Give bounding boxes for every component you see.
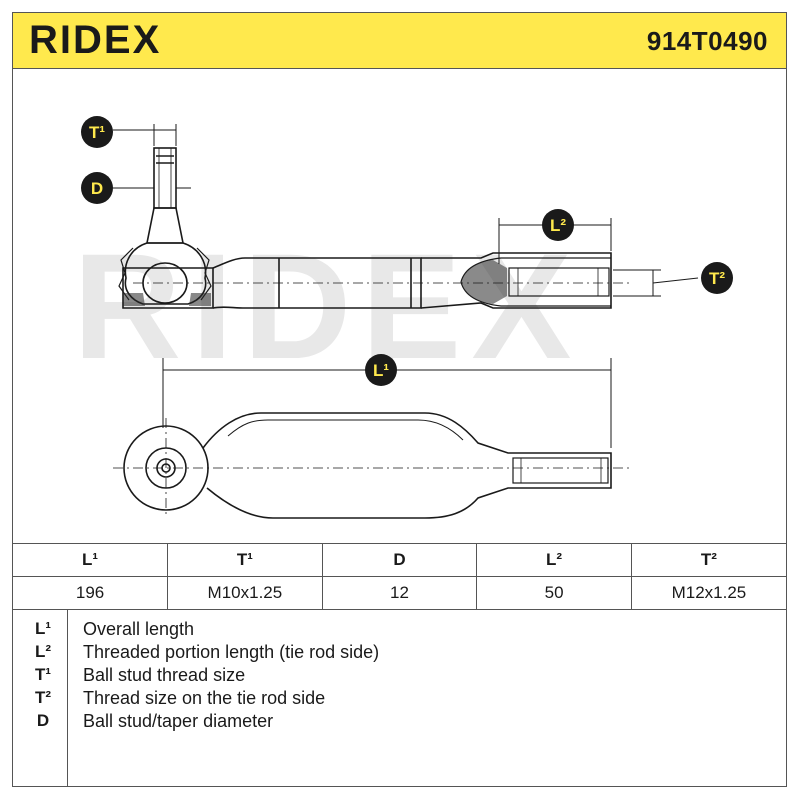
- legend-text: Ball stud/taper diameter: [83, 711, 274, 731]
- spec-value-t1: M10x1.25: [167, 576, 323, 610]
- legend-key: T²: [34, 688, 52, 707]
- legend-row: L² Threaded portion length (tie rod side…: [13, 642, 786, 665]
- legend-row: T² Thread size on the tie rod side: [13, 688, 786, 711]
- spec-table: L¹ T¹ D L² T² 196 M10x1.25 12 50 M12x1.2…: [13, 543, 786, 610]
- ball-stud-thread: [153, 147, 177, 209]
- callout-l2: L²: [542, 209, 574, 241]
- brand-logo: RIDEX: [29, 18, 162, 62]
- tie-rod-arm-plan: [202, 412, 612, 519]
- callout-l1-label: L¹: [373, 361, 389, 380]
- spec-header-t1: T¹: [167, 543, 323, 577]
- legend-row: D Ball stud/taper diameter: [13, 711, 786, 734]
- spec-value-row: 196 M10x1.25 12 50 M12x1.25: [13, 576, 786, 610]
- legend-row: L¹ Overall length: [13, 619, 786, 642]
- legend-text: Threaded portion length (tie rod side): [83, 642, 380, 662]
- legend-key: L¹: [34, 619, 52, 638]
- dust-boot: [124, 242, 207, 305]
- spec-header-d: D: [321, 543, 478, 577]
- spec-value-l2: 50: [476, 576, 632, 610]
- legend: L¹ Overall length L² Threaded portion le…: [13, 609, 786, 786]
- legend-key: L²: [34, 642, 52, 661]
- legend-text: Overall length: [83, 619, 195, 639]
- callout-t2: T²: [701, 262, 733, 294]
- product-sheet: RIDEX 914T0490 RIDEX: [12, 12, 787, 787]
- callout-t1: T¹: [81, 116, 113, 148]
- spec-value-t2: M12x1.25: [630, 576, 786, 610]
- tie-rod-socket: [420, 252, 612, 309]
- callout-d: D: [81, 172, 113, 204]
- spec-header-l1: L¹: [13, 543, 169, 577]
- legend-divider: [67, 609, 68, 786]
- legend-text: Ball stud thread size: [83, 665, 246, 685]
- callout-l2-label: L²: [550, 216, 566, 235]
- legend-text: Thread size on the tie rod side: [83, 688, 326, 708]
- legend-key: D: [36, 711, 50, 730]
- spec-header-row: L¹ T¹ D L² T²: [13, 543, 786, 577]
- header-bar: RIDEX 914T0490: [13, 13, 786, 69]
- legend-key: T¹: [34, 665, 52, 684]
- spec-header-t2: T²: [630, 543, 786, 577]
- part-number: 914T0490: [646, 26, 768, 56]
- spec-value-l1: 196: [13, 576, 169, 610]
- callout-l1: L¹: [365, 354, 397, 386]
- callout-t1-label: T¹: [89, 123, 105, 142]
- legend-row: T¹ Ball stud thread size: [13, 665, 786, 688]
- spec-header-l2: L²: [476, 543, 632, 577]
- callout-d-label: D: [91, 179, 103, 198]
- callout-t2-label: T²: [709, 269, 725, 288]
- spec-value-d: 12: [321, 576, 478, 610]
- technical-drawing: RIDEX: [13, 68, 786, 548]
